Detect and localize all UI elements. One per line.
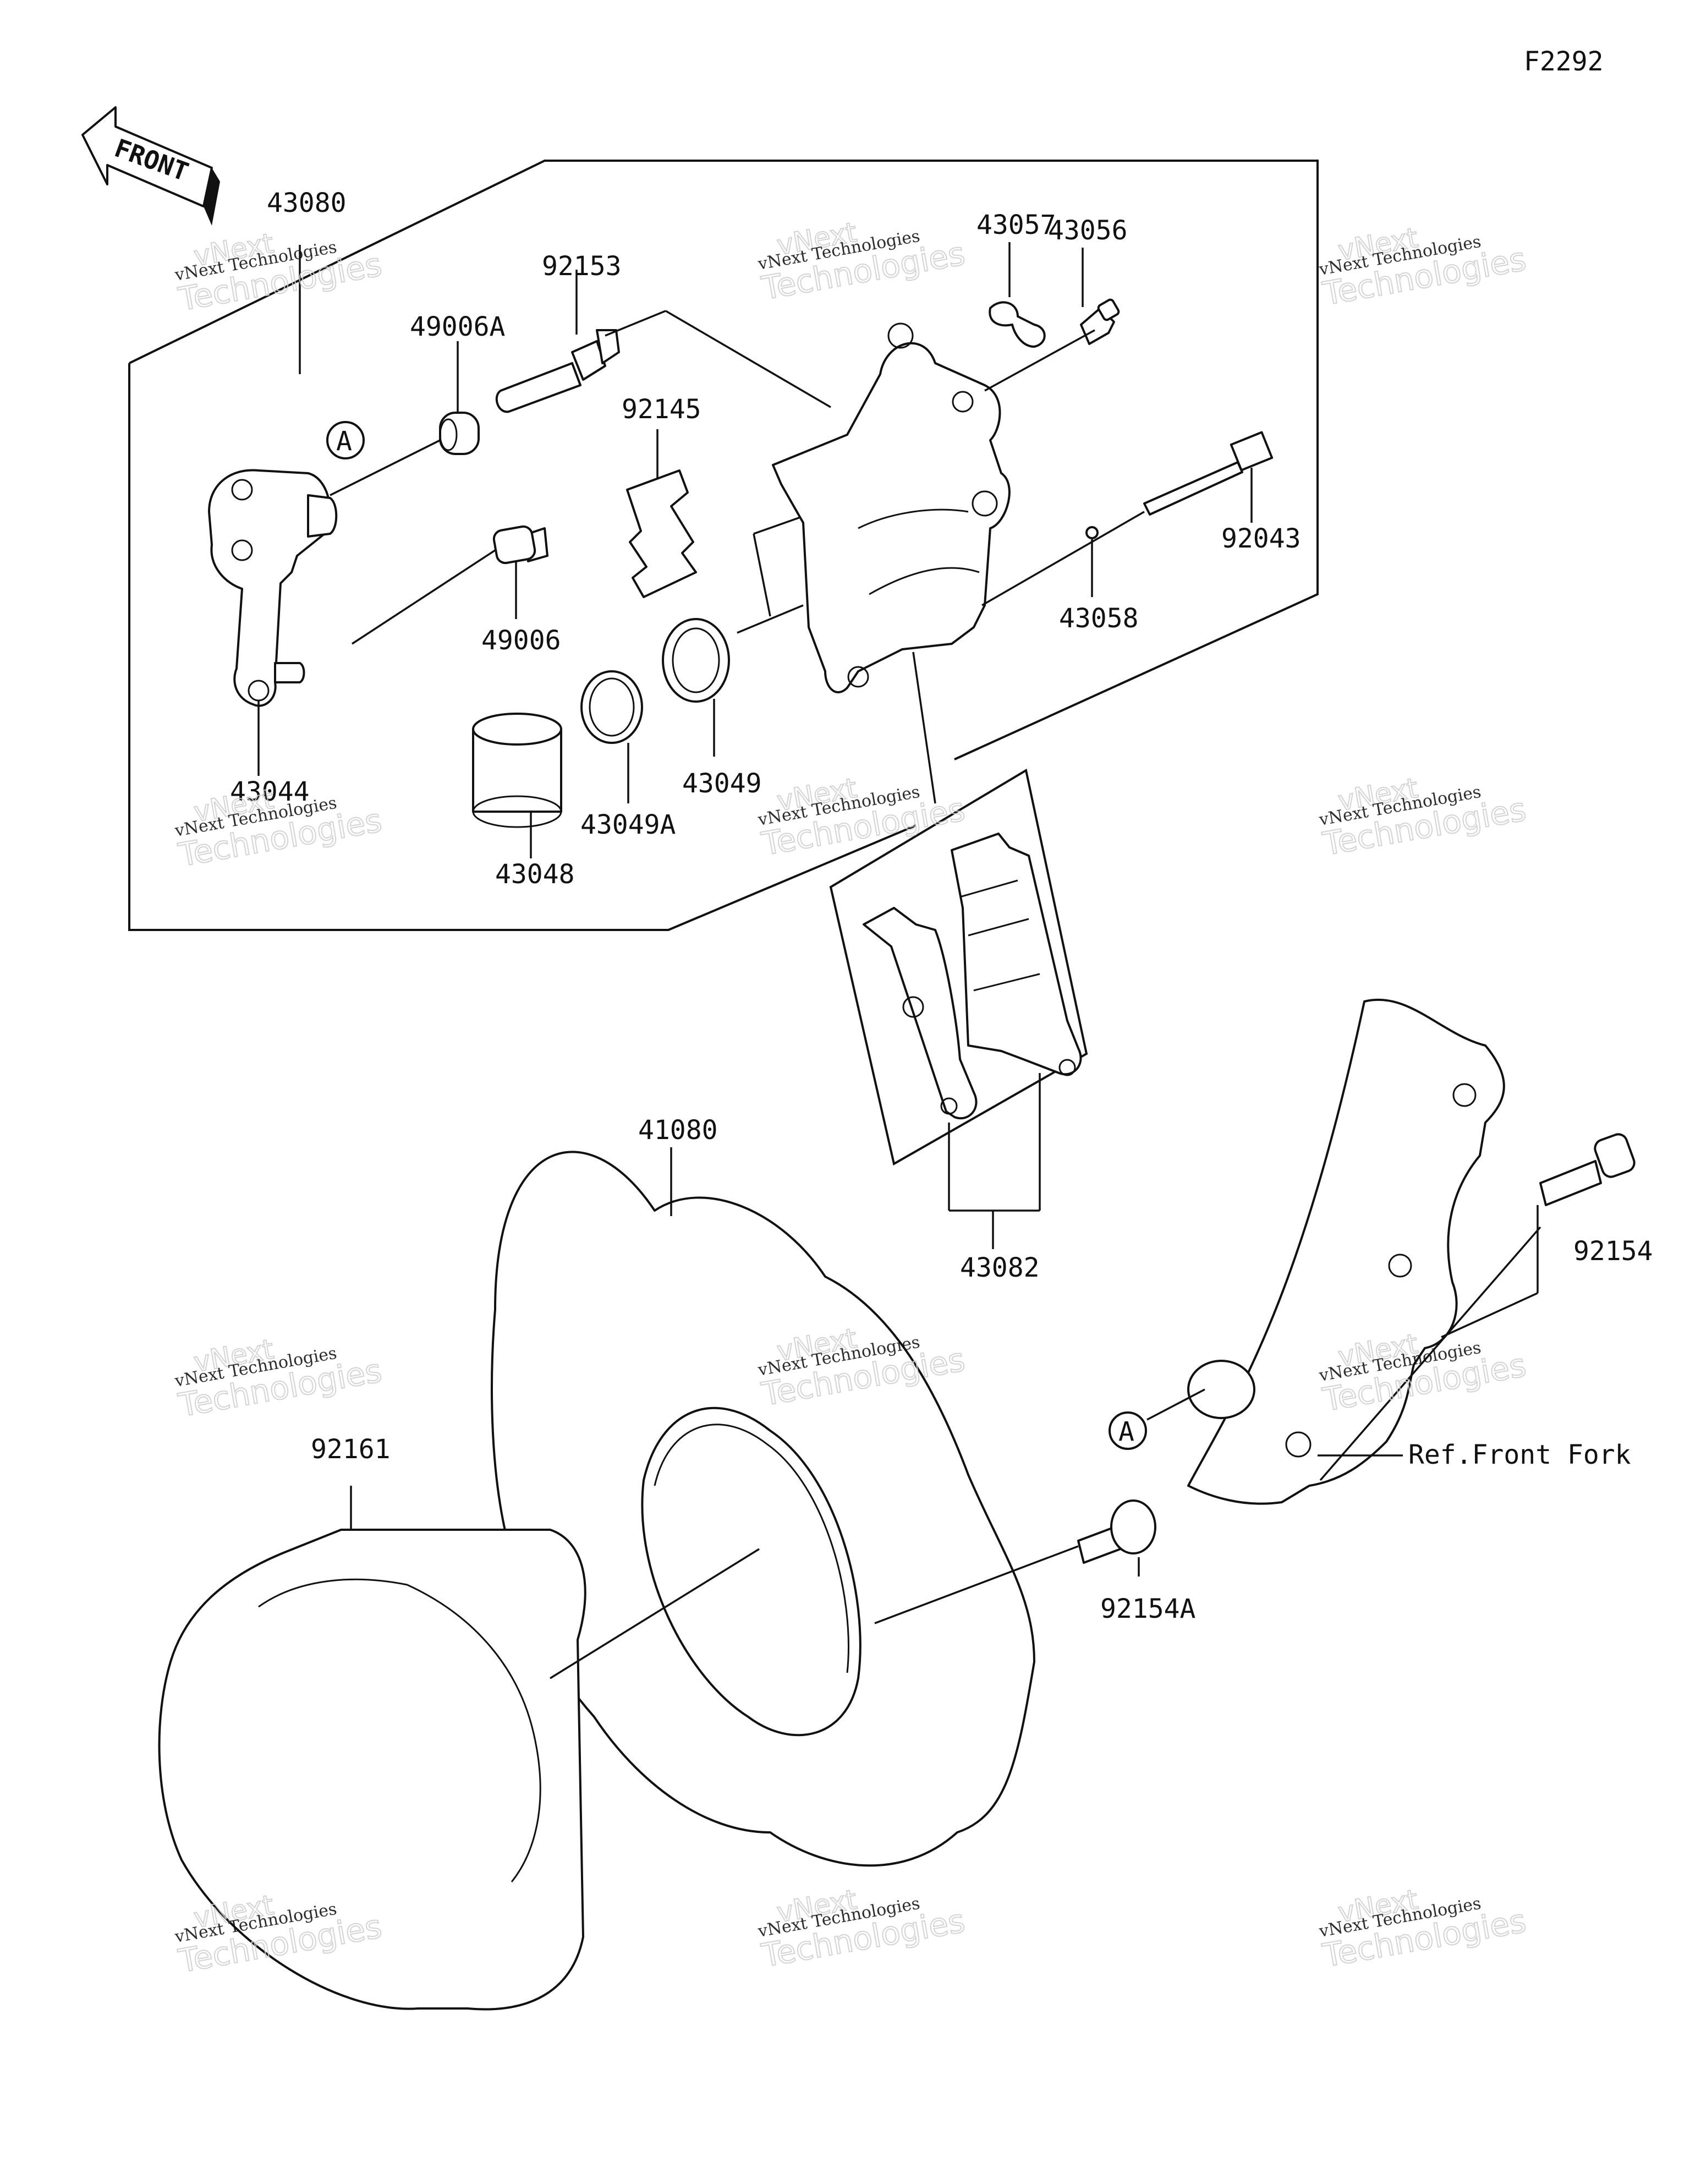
watermark: vNext vNext Technologies Technologies bbox=[756, 771, 968, 863]
pad-spring-92145 bbox=[626, 469, 697, 598]
reference-label: Ref.Front Fork bbox=[1408, 1439, 1631, 1470]
part-label-92161: 92161 bbox=[311, 1434, 391, 1465]
part-labels: 43080 92153 49006A 92145 43057 43056 920… bbox=[230, 188, 1653, 1624]
bleeder-cap-43057 bbox=[989, 301, 1046, 348]
part-label-43082: 43082 bbox=[960, 1252, 1040, 1283]
watermark: vNext vNext Technologies Technologies bbox=[1317, 221, 1529, 313]
pin-49006 bbox=[492, 525, 548, 565]
seal-43049a bbox=[580, 670, 643, 744]
watermark: vNext vNext Technologies Technologies bbox=[756, 216, 968, 308]
part-label-92154a: 92154A bbox=[1100, 1594, 1195, 1624]
callout-marker-a-top bbox=[326, 421, 365, 459]
diagram-code: F2292 bbox=[1524, 46, 1604, 77]
watermark: vNext vNext Technologies Technologies bbox=[1317, 1883, 1529, 1975]
watermark: vNext vNext Technologies Technologies bbox=[756, 1883, 968, 1975]
part-label-43049: 43049 bbox=[682, 768, 762, 799]
callout-marker-a-top-label: A bbox=[336, 426, 352, 457]
bolt-92154a bbox=[1077, 1499, 1156, 1564]
front-fork-lower bbox=[1187, 998, 1505, 1505]
caliper-bracket bbox=[208, 469, 338, 707]
watermark: vNext vNext Technologies Technologies bbox=[173, 227, 385, 319]
pin-49006a bbox=[439, 412, 480, 455]
part-label-43056: 43056 bbox=[1048, 215, 1128, 246]
part-label-43057: 43057 bbox=[976, 210, 1056, 240]
piston-43048 bbox=[472, 713, 562, 828]
part-label-49006a: 49006A bbox=[410, 311, 505, 342]
part-label-92145: 92145 bbox=[622, 394, 701, 425]
part-label-49006: 49006 bbox=[481, 625, 561, 656]
bolt-92154 bbox=[1539, 1133, 1636, 1206]
adapter-ring-92161 bbox=[158, 1529, 586, 2011]
callout-marker-a-bottom-label: A bbox=[1118, 1416, 1134, 1447]
clip-43058 bbox=[1085, 526, 1099, 539]
pad-pin-92043 bbox=[1143, 431, 1274, 516]
part-label-43058: 43058 bbox=[1059, 603, 1139, 634]
seal-43049 bbox=[662, 618, 730, 703]
bleeder-valve-43056 bbox=[1080, 298, 1120, 345]
watermarks: vNext vNext Technologies Technologies vN… bbox=[173, 216, 1529, 1980]
front-direction-arrow-icon: FRONT bbox=[81, 106, 220, 226]
part-label-41080: 41080 bbox=[638, 1115, 718, 1146]
part-label-43049a: 43049A bbox=[580, 809, 676, 840]
part-label-43080: 43080 bbox=[267, 188, 347, 218]
pin-bolt-92153 bbox=[495, 329, 620, 413]
callout-marker-a-bottom bbox=[1109, 1411, 1147, 1450]
leader-lines bbox=[257, 242, 1541, 1679]
caliper-body bbox=[772, 322, 1011, 693]
part-label-92153: 92153 bbox=[542, 251, 622, 282]
watermark: vNext vNext Technologies Technologies bbox=[173, 1889, 385, 1980]
brake-disc-41080 bbox=[491, 1151, 1035, 1867]
part-label-43044: 43044 bbox=[230, 776, 310, 807]
part-label-43048: 43048 bbox=[495, 859, 575, 890]
part-label-92043: 92043 bbox=[1221, 523, 1301, 554]
caliper-assembly-frame bbox=[129, 160, 1319, 760]
watermark: vNext vNext Technologies Technologies bbox=[173, 782, 385, 874]
watermark: vNext vNext Technologies Technologies bbox=[173, 1333, 385, 1425]
pad-kit-frame bbox=[829, 768, 1088, 1166]
brake-pads-43082 bbox=[863, 833, 1082, 1120]
watermark: vNext vNext Technologies Technologies bbox=[1317, 771, 1529, 863]
part-label-92154: 92154 bbox=[1573, 1236, 1653, 1267]
